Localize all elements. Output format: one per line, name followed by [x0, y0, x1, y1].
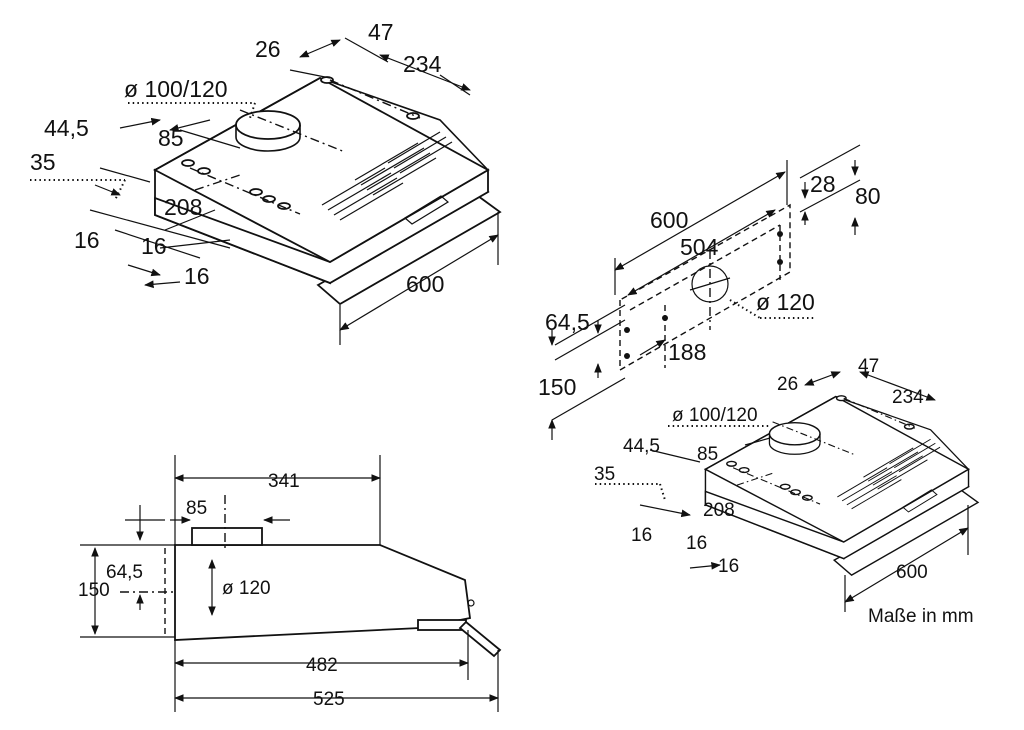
side-dim-64-5: 64,5 — [106, 562, 143, 583]
side-dim-85: 85 — [186, 498, 207, 519]
side-dim-outlet-120: ø 120 — [222, 578, 271, 599]
dim-44-5: 44,5 — [44, 115, 89, 141]
small-dim-16-a: 16 — [631, 525, 652, 546]
dim-85: 85 — [158, 125, 184, 151]
small-dim-26: 26 — [777, 374, 798, 395]
dim-26: 26 — [255, 36, 281, 62]
view-side-profile: 341 85 64,5 150 ø 120 482 525 — [78, 455, 502, 712]
wall-dim-64-5: 64,5 — [545, 309, 590, 335]
side-dim-150: 150 — [78, 580, 110, 601]
dim-35: 35 — [30, 149, 56, 175]
small-dim-44-5: 44,5 — [623, 436, 660, 457]
dim-16-b: 16 — [141, 233, 167, 259]
view-isometric-small: 26 47 234 ø 100/120 44,5 85 35 208 16 16… — [594, 356, 979, 612]
wall-dim-150: 150 — [538, 374, 576, 400]
dim-47: 47 — [368, 19, 394, 45]
small-dim-47: 47 — [858, 356, 879, 377]
wall-dim-188: 188 — [668, 339, 706, 365]
wall-dim-outlet-120: ø 120 — [756, 289, 815, 315]
wall-dim-28: 28 — [810, 171, 836, 197]
small-dim-85: 85 — [697, 444, 718, 465]
small-dim-234: 234 — [892, 387, 924, 408]
wall-dim-504: 504 — [680, 234, 719, 260]
side-dim-341: 341 — [268, 471, 300, 492]
dim-outlet-diameter: ø 100/120 — [124, 76, 228, 102]
dim-208: 208 — [164, 194, 202, 220]
dim-234: 234 — [403, 51, 442, 77]
small-dim-35: 35 — [594, 464, 615, 485]
wall-dim-80: 80 — [855, 183, 881, 209]
side-dim-525: 525 — [313, 689, 345, 710]
units-note: Maße in mm — [868, 606, 974, 627]
dim-16-c: 16 — [184, 263, 210, 289]
small-dim-208: 208 — [703, 500, 735, 521]
small-dim-16-c: 16 — [718, 556, 739, 577]
small-dim-600: 600 — [896, 562, 928, 583]
dim-16-a: 16 — [74, 227, 100, 253]
view-wall-mounting: 600 504 28 80 ø 120 64,5 188 150 — [538, 144, 881, 440]
side-dim-482: 482 — [306, 655, 338, 676]
small-dim-16-b: 16 — [686, 533, 707, 554]
dim-600: 600 — [406, 271, 444, 297]
view-isometric-large: 26 47 234 ø 100/120 44,5 85 35 208 16 16… — [30, 19, 501, 345]
wall-dim-600: 600 — [650, 207, 688, 233]
small-dim-outlet-diameter: ø 100/120 — [672, 405, 758, 426]
